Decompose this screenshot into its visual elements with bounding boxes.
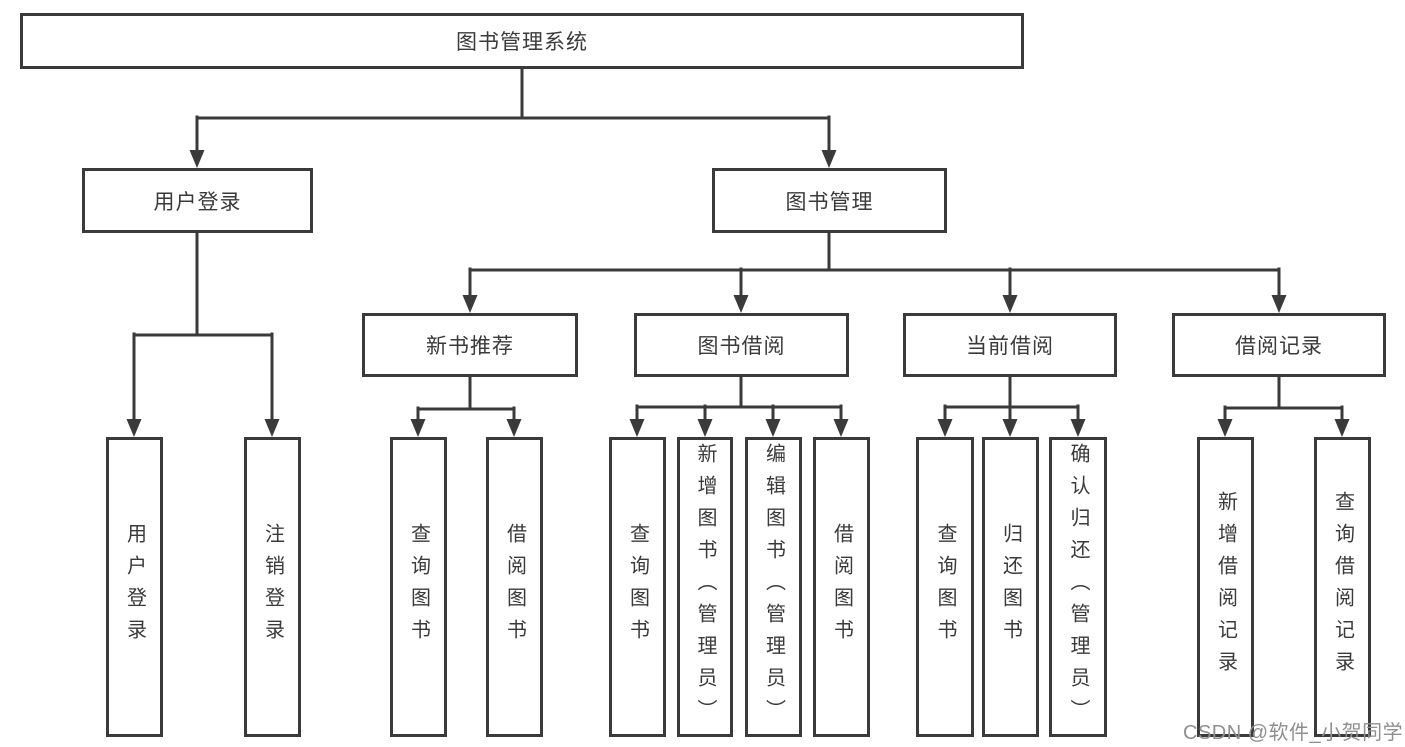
node-label: 图书管理: [785, 190, 874, 214]
connector-current-borrow-to-children: [943, 375, 1080, 424]
arrow-down-icon: [833, 419, 849, 437]
arrow-down-icon: [697, 419, 713, 437]
node-label: 注销登录: [261, 523, 284, 651]
node-user-login: 用户登录: [82, 168, 313, 233]
arrow-down-icon: [1002, 419, 1018, 437]
leaf-logout: 注销登录: [244, 437, 301, 737]
connector-user-login-to-children: [132, 231, 274, 424]
arrow-down-icon: [1217, 419, 1233, 437]
node-label: 新增借阅记录: [1214, 491, 1237, 683]
arrow-down-icon: [1271, 295, 1287, 313]
arrow-down-icon: [937, 419, 953, 437]
leaf-borrow-books-borrowing: 借阅图书: [813, 437, 870, 737]
arrow-down-icon: [1334, 419, 1350, 437]
arrow-down-icon: [189, 150, 205, 168]
leaf-return-books: 归还图书: [982, 437, 1039, 737]
leaf-edit-books-admin: 编辑图书（管理员）: [745, 437, 802, 737]
connector-book-borrow-to-children: [635, 375, 843, 424]
arrow-down-icon: [410, 419, 426, 437]
node-current-borrowing: 当前借阅: [903, 313, 1117, 377]
node-label: 归还图书: [999, 523, 1022, 651]
arrow-down-icon: [821, 150, 837, 168]
node-label: 借阅图书: [830, 523, 853, 651]
connector-book-mgmt-to-children: [468, 231, 1281, 300]
arrow-down-icon: [1002, 295, 1018, 313]
node-label: 用户登录: [153, 190, 242, 214]
node-label: 借阅图书: [503, 523, 526, 651]
node-label: 查询图书: [934, 523, 956, 651]
arrowheads: [126, 150, 1350, 437]
connector-root-to-level2: [195, 67, 831, 155]
leaf-confirm-return-admin: 确认归还（管理员）: [1049, 437, 1107, 737]
arrow-down-icon: [765, 419, 781, 437]
node-label: 图书管理系统: [456, 31, 588, 54]
node-root: 图书管理系统: [20, 13, 1024, 69]
arrow-down-icon: [733, 295, 749, 313]
csdn-watermark: CSDN @软件_小贺同学: [1183, 722, 1404, 744]
leaf-query-books-recommend: 查询图书: [390, 437, 447, 737]
node-label: 查询图书: [407, 523, 430, 651]
node-label: 用户登录: [123, 523, 146, 651]
node-label: 新书推荐: [426, 335, 514, 358]
connector-new-book-rec-to-children: [416, 375, 516, 424]
node-label: 图书借阅: [697, 335, 786, 358]
node-label: 当前借阅: [966, 335, 1054, 358]
node-book-borrowing: 图书借阅: [634, 313, 849, 377]
node-label: 确认归还（管理员）: [1067, 443, 1089, 731]
node-book-management: 图书管理: [712, 168, 947, 233]
node-new-book-recommend: 新书推荐: [362, 313, 578, 377]
leaf-query-books-current: 查询图书: [916, 437, 974, 737]
node-label: 新增图书（管理员）: [694, 443, 716, 731]
arrow-down-icon: [1070, 419, 1086, 437]
arrow-down-icon: [506, 419, 522, 437]
leaf-query-books-borrowing: 查询图书: [609, 437, 666, 737]
node-label: 编辑图书（管理员）: [762, 443, 785, 731]
arrow-down-icon: [126, 419, 142, 437]
node-label: 查询图书: [626, 523, 649, 651]
connector-borrow-records-to-children: [1223, 375, 1344, 424]
node-label: 借阅记录: [1235, 335, 1323, 358]
node-label: 查询借阅记录: [1331, 491, 1354, 683]
arrow-down-icon: [462, 295, 478, 313]
leaf-user-login: 用户登录: [106, 437, 163, 737]
arrow-down-icon: [629, 419, 645, 437]
node-borrow-records: 借阅记录: [1172, 313, 1386, 377]
leaf-add-borrow-record: 新增借阅记录: [1197, 437, 1254, 737]
arrow-down-icon: [264, 419, 280, 437]
leaf-query-borrow-record: 查询借阅记录: [1314, 437, 1371, 737]
leaf-add-books-admin: 新增图书（管理员）: [677, 437, 733, 737]
leaf-borrow-books-recommend: 借阅图书: [486, 437, 543, 737]
